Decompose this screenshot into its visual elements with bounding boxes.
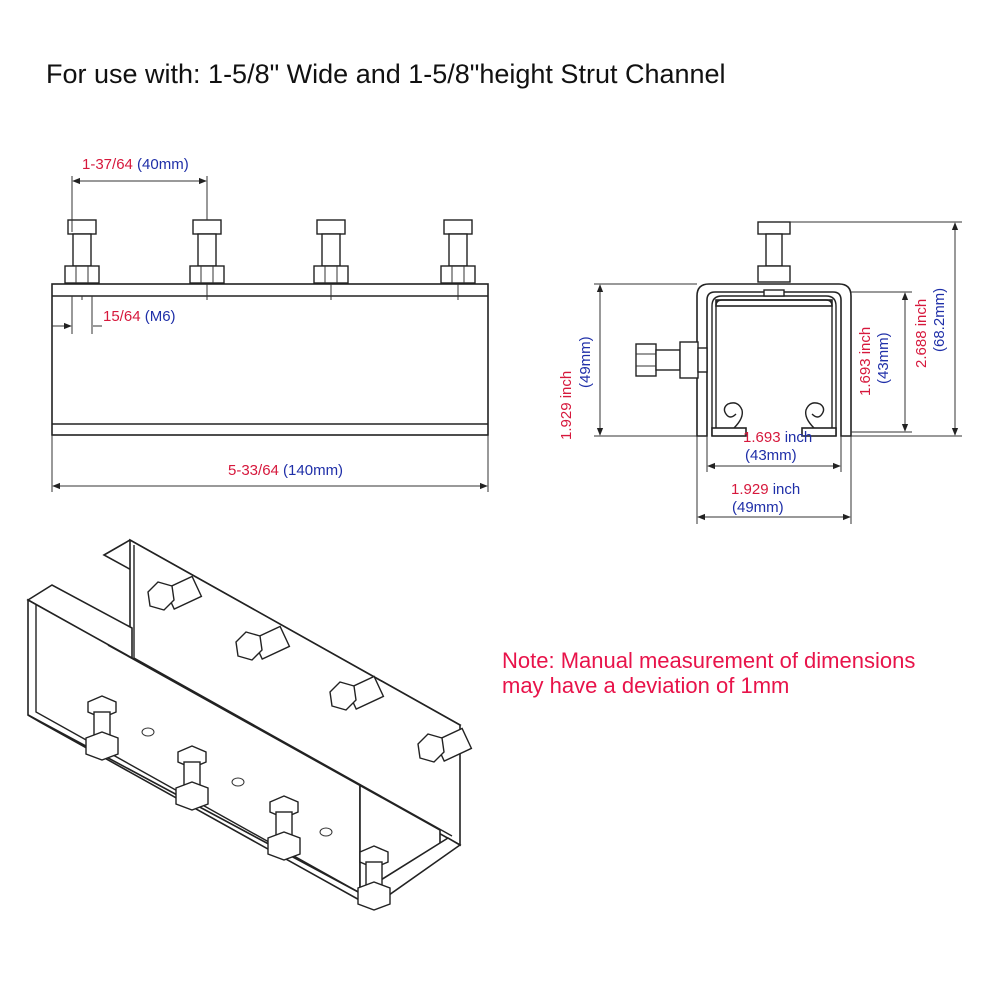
- iso-bolt-far-3: [329, 675, 385, 711]
- iso-bolt-near-4: [357, 845, 391, 911]
- outer-width-metric: (49mm): [732, 499, 784, 516]
- isometric-view: [26, 538, 473, 911]
- outer-height-label: 1.929 inch: [558, 371, 575, 440]
- bolt-spacing-label: 1-37/64 (40mm): [82, 156, 189, 173]
- side-view: 1-37/64 (40mm) 15/64 (M6) 5-33/64 (140mm…: [51, 156, 489, 492]
- hole-offset-label: 15/64 (M6): [103, 308, 176, 325]
- total-height-label: 2.688 inch: [913, 299, 930, 368]
- iso-hole-1: [141, 727, 155, 737]
- channel-body-side: [51, 283, 489, 436]
- inner-width-metric: (43mm): [745, 447, 797, 464]
- bolt-side-1: [64, 219, 100, 284]
- end-view: 1.929 inch (49mm) 1.693 inch (43mm) 2.68…: [558, 221, 962, 524]
- total-height-metric: (68.2mm): [931, 288, 948, 352]
- iso-bolt-far-4: [417, 727, 473, 763]
- note-line-2: may have a deviation of 1mm: [502, 673, 789, 698]
- page-title: For use with: 1-5/8" Wide and 1-5/8"heig…: [46, 59, 726, 89]
- inner-height-metric: (43mm): [875, 332, 892, 384]
- iso-hole-2: [231, 777, 245, 787]
- length-label: 5-33/64 (140mm): [228, 462, 343, 479]
- iso-bolt-near-3: [267, 795, 301, 861]
- inner-height-label: 1.693 inch: [857, 327, 874, 396]
- outer-width-label: 1.929 inch: [731, 481, 800, 498]
- bolt-side-4: [440, 219, 476, 284]
- channel-profile: [711, 295, 837, 436]
- inner-width-label: 1.693 inch: [743, 429, 812, 446]
- bolt-end-side: [635, 341, 708, 379]
- iso-bolt-far-1: [147, 575, 203, 611]
- iso-bolt-far-2: [235, 625, 291, 661]
- iso-bolt-near-2: [175, 745, 209, 811]
- outer-height-metric: (49mm): [577, 336, 594, 388]
- note-line-1: Note: Manual measurement of dimensions: [502, 648, 915, 673]
- bolt-side-2: [189, 219, 225, 284]
- iso-hole-3: [319, 827, 333, 837]
- bolt-end-top: [757, 221, 791, 297]
- iso-bolt-near-1: [85, 695, 119, 761]
- bolt-side-3: [313, 219, 349, 284]
